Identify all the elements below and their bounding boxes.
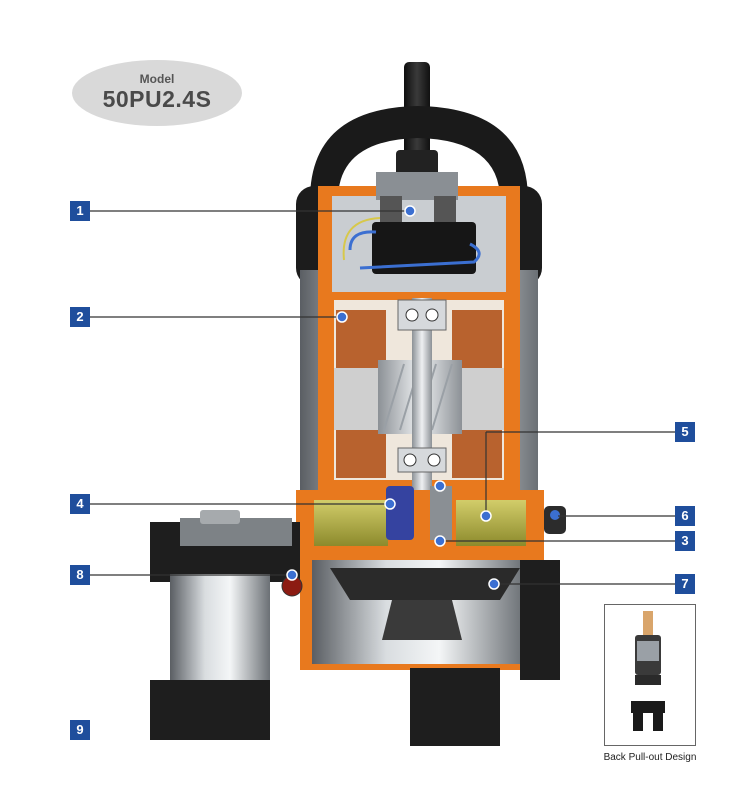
callout-3: 3 bbox=[675, 531, 695, 551]
cable-entry bbox=[342, 172, 481, 274]
callout-2: 2 bbox=[70, 307, 90, 327]
callout-9: 9 bbox=[70, 720, 90, 740]
inset-caption: Back Pull-out Design bbox=[603, 752, 697, 763]
upper-bearing bbox=[397, 299, 447, 331]
callout-6: 6 bbox=[675, 506, 695, 526]
model-badge: Model 50PU2.4S bbox=[72, 60, 242, 126]
inset-illustration bbox=[631, 611, 665, 731]
pump-handle bbox=[310, 106, 528, 200]
callout-8: 8 bbox=[70, 565, 90, 585]
leader-lines bbox=[90, 210, 675, 585]
callout-1: 1 bbox=[70, 201, 90, 221]
callout-dots bbox=[286, 205, 500, 590]
callout-5: 5 bbox=[675, 422, 695, 442]
model-name: 50PU2.4S bbox=[102, 86, 212, 112]
impeller bbox=[330, 568, 520, 640]
back-pull-out-inset bbox=[604, 604, 696, 746]
model-label: Model bbox=[139, 72, 175, 86]
lower-bearing bbox=[397, 447, 447, 473]
oil-chamber bbox=[296, 486, 544, 560]
callout-4: 4 bbox=[70, 494, 90, 514]
callout-7: 7 bbox=[675, 574, 695, 594]
